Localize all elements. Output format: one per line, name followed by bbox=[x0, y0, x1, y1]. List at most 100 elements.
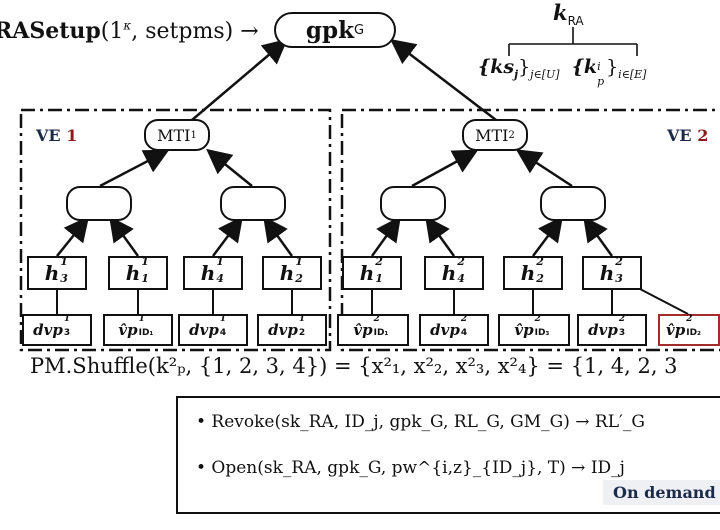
leaf-sub: 1 bbox=[141, 272, 149, 285]
arrow-ve1-h3 bbox=[212, 216, 243, 257]
dvp-base: dvp bbox=[430, 321, 460, 339]
ks-text: {ks bbox=[478, 56, 515, 78]
dvp-sup: 2 bbox=[618, 314, 626, 324]
dvp-sup: 2 bbox=[373, 314, 380, 324]
leaf-base: h bbox=[520, 261, 536, 285]
arrow-mti2-gpk bbox=[390, 38, 497, 121]
ve2-title: VE 2 bbox=[667, 126, 708, 145]
arrow-ve2-n2 bbox=[515, 149, 573, 188]
leaf-connectors bbox=[56, 288, 689, 315]
leaf-sub: 1 bbox=[375, 272, 383, 285]
arrow-ve2-h2 bbox=[425, 215, 456, 257]
kp-sub: p bbox=[597, 75, 605, 88]
dvp-base: v̂p bbox=[118, 321, 138, 339]
leaf-base: h bbox=[359, 261, 375, 285]
dvp-sub: ID₂ bbox=[686, 328, 701, 338]
mti2-text: MTI bbox=[475, 125, 509, 145]
k-ra-k: k bbox=[553, 0, 568, 25]
leaf-base: h bbox=[599, 261, 615, 285]
dvp-sup: 2 bbox=[534, 314, 541, 324]
dvp-sub: 3 bbox=[63, 328, 71, 338]
shuffle-equation: PM.Shuffle(k²ₚ, {1, 2, 3, 4}) = {x²₁, x²… bbox=[30, 354, 678, 378]
leaf-base: h bbox=[44, 261, 60, 285]
revoke-line: • Revoke(sk_RA, ID_j, gpk_G, RL_G, GM_G)… bbox=[196, 412, 645, 432]
mti2-sub: 2 bbox=[508, 129, 515, 141]
ks-index: j∈[U] bbox=[530, 67, 560, 81]
arrow-ve1-h1 bbox=[56, 216, 90, 257]
dvp-base: dvp bbox=[588, 321, 618, 339]
ve2-node-right bbox=[540, 186, 606, 221]
kp-text: {k bbox=[571, 56, 598, 78]
kp-sup: i bbox=[597, 60, 601, 73]
ve1-node-right bbox=[220, 186, 286, 221]
leaf-sub: 3 bbox=[615, 272, 623, 285]
leaf-base: h bbox=[200, 261, 216, 285]
leaf-base: h bbox=[441, 261, 457, 285]
dvp-sup: 1 bbox=[219, 314, 227, 324]
demand-panel: • Revoke(sk_RA, ID_j, gpk_G, RL_G, GM_G)… bbox=[176, 396, 720, 514]
rasetup-name: RASetup bbox=[0, 18, 101, 44]
leaf-sup: 1 bbox=[295, 255, 303, 268]
dvp-base: v̂p bbox=[353, 321, 373, 339]
kp-close: } bbox=[606, 56, 619, 78]
dvp-base: dvp bbox=[268, 321, 298, 339]
ve1-frame bbox=[19, 108, 332, 352]
dvp-base: v̂p bbox=[514, 321, 534, 339]
ve2-frame bbox=[340, 108, 720, 352]
dvp-sup: 1 bbox=[298, 314, 306, 324]
dvp-sup: 2 bbox=[460, 314, 468, 324]
leaf-base: h bbox=[125, 261, 141, 285]
ks-close: } bbox=[518, 56, 531, 78]
arrow-ve1-h2 bbox=[109, 215, 140, 257]
leaf-sup: 1 bbox=[216, 255, 224, 268]
arrow-mti1-gpk bbox=[191, 38, 288, 121]
mti1-text: MTI bbox=[157, 125, 191, 145]
leaf-sub: 2 bbox=[295, 272, 303, 285]
dvp-sup: 1 bbox=[138, 314, 145, 324]
ks-sub: j bbox=[514, 67, 519, 81]
arrow-ve2-h4 bbox=[583, 215, 614, 257]
dvp-base: v̂p bbox=[666, 321, 686, 339]
dvp-sub: 4 bbox=[460, 328, 468, 338]
dvp-base: dvp bbox=[189, 321, 219, 339]
leaf-sub: 4 bbox=[457, 272, 465, 285]
on-demand-badge: On demand bbox=[603, 480, 720, 505]
k-ra-label: kRA bbox=[553, 0, 584, 28]
leaf-sup: 2 bbox=[457, 255, 465, 268]
dvp-sub: 2 bbox=[298, 328, 306, 338]
leaf-sub: 4 bbox=[216, 272, 224, 285]
mti1-sub: 1 bbox=[190, 129, 197, 141]
dvp-sup: 1 bbox=[63, 314, 71, 324]
leaf-sup: 2 bbox=[536, 255, 544, 268]
dvp-sub: 4 bbox=[219, 328, 227, 338]
leaf-sub: 2 bbox=[536, 272, 544, 285]
leaf-sup: 2 bbox=[375, 255, 383, 268]
leaf-sup: 1 bbox=[60, 255, 68, 268]
ve1-node-left bbox=[66, 186, 132, 221]
arrow-ve1-n1 bbox=[99, 149, 170, 188]
dvp-sub: ID₃ bbox=[534, 328, 550, 338]
k-ra-sub: RA bbox=[567, 14, 584, 29]
rasetup-args: (1 bbox=[100, 19, 124, 44]
ve1-title-text: VE bbox=[36, 126, 61, 145]
leaf-base: h bbox=[279, 261, 295, 285]
arrow-ve1-n2 bbox=[206, 148, 253, 187]
rasetup-rest: , setpms) → bbox=[131, 19, 259, 44]
